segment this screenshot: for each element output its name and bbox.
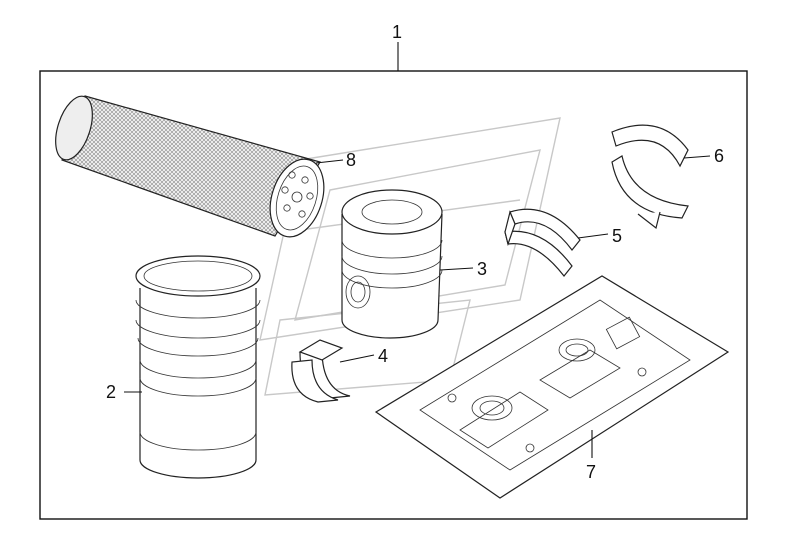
callout-8: 8 — [346, 150, 356, 170]
callout-6-leader — [683, 155, 711, 159]
bearing-shells-part-5 — [504, 208, 581, 277]
callout-4-leader — [339, 354, 375, 363]
kit-frame — [39, 70, 748, 520]
bearing-shells-part-4 — [291, 339, 351, 403]
callout-1: 1 — [392, 22, 402, 42]
callout-7: 7 — [586, 462, 596, 482]
callout-5-leader — [577, 233, 609, 239]
cylinder-liner-part-2 — [135, 255, 261, 479]
callout-2: 2 — [106, 382, 116, 402]
callout-8-leader — [315, 159, 344, 164]
gasket-set-part-7 — [374, 275, 730, 499]
callout-3-leader — [439, 267, 474, 271]
thrust-washer-part-6 — [611, 124, 689, 230]
piston-part-3 — [341, 189, 443, 339]
callout-4: 4 — [378, 346, 388, 366]
callout-6: 6 — [714, 146, 724, 166]
callout-3: 3 — [477, 259, 487, 279]
callout-5: 5 — [612, 226, 622, 246]
filter-cartridge-part-8 — [55, 95, 325, 238]
